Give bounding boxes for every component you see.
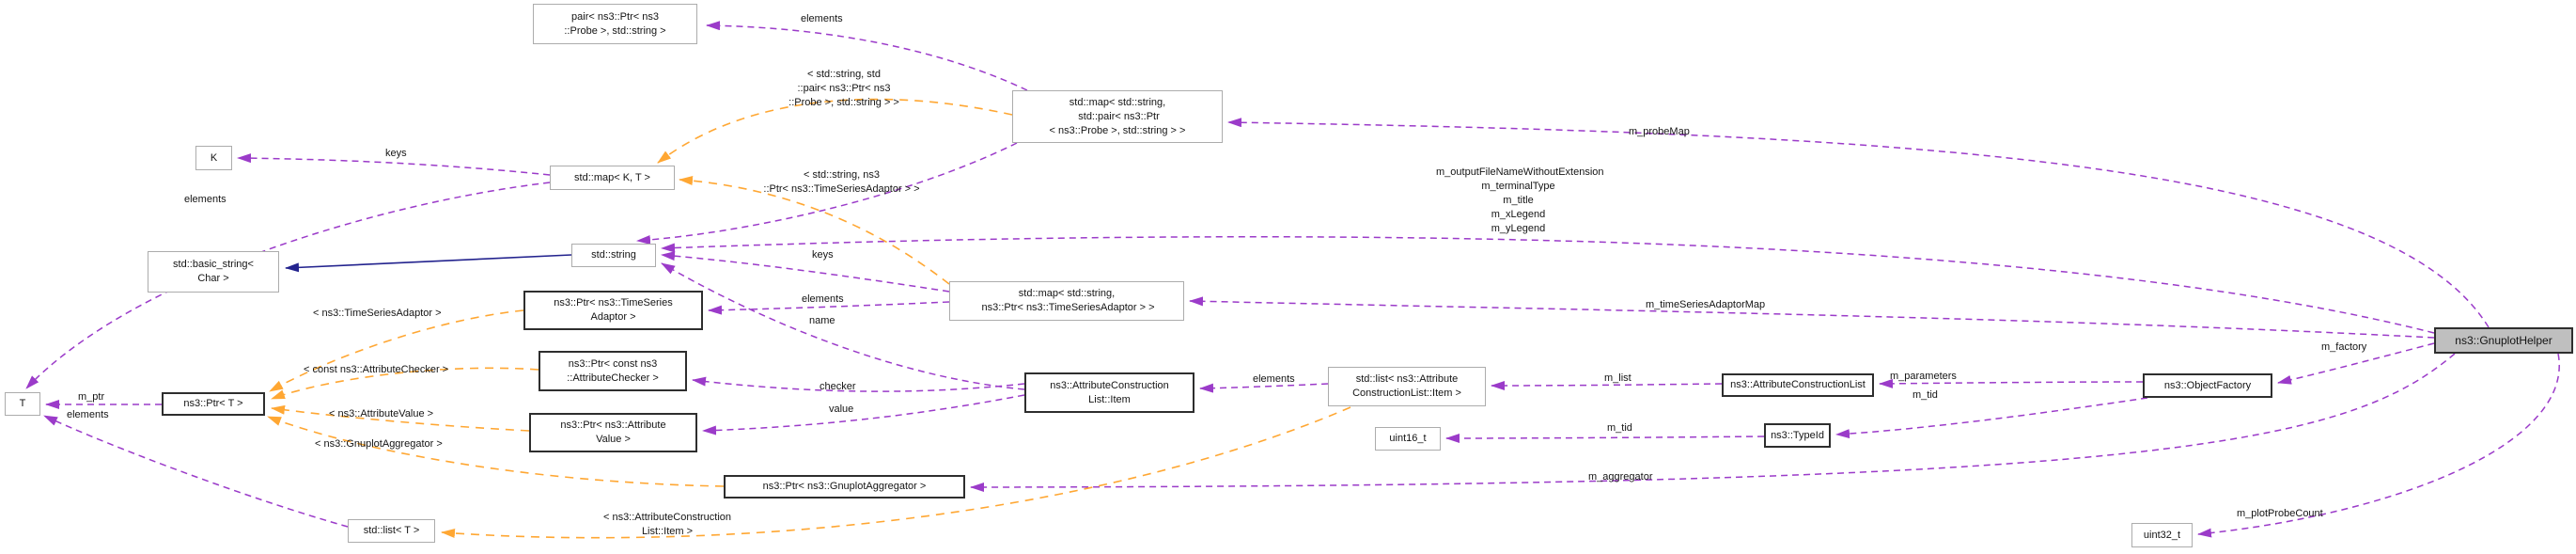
node-gnuplot-helper: ns3::GnuplotHelper [2434,327,2573,354]
node-ptr-attribute-checker[interactable]: ns3::Ptr< const ns3 ::AttributeChecker > [539,351,687,391]
edge-label-keys-k: keys [385,148,407,159]
edge-label-m-tid-factory: m_tid [1912,389,1938,401]
edge-m-list [1491,380,1723,390]
edge-label-template-list-item: < ns3::AttributeConstruction List::Item … [602,512,732,537]
node-uint32-t: uint32_t [2131,523,2193,547]
edge-label-m-plotProbeCount: m_plotProbeCount [2237,508,2323,519]
edge-inherit-basic-string [285,254,572,273]
node-ptr-t[interactable]: ns3::Ptr< T > [162,392,265,416]
edge-tmpl-checker [271,367,539,400]
edge-label-m-parameters: m_parameters [1890,371,1957,382]
edge-tmpl-tsadaptor [269,309,524,392]
node-std-pair: pair< ns3::Ptr< ns3 ::Probe >, std::stri… [533,4,697,44]
edge-label-elements-pair: elements [801,13,843,24]
edge-label-template-probe: < std::string, std ::pair< ns3::Ptr< ns3… [788,69,899,108]
edge-m-plotProbeCount [2197,353,2560,538]
edge-label-keys-string: keys [812,249,834,261]
edge-label-elements-ptr-tsa: elements [802,293,844,305]
node-ptr-attribute-value[interactable]: ns3::Ptr< ns3::Attribute Value > [529,413,697,452]
node-ptr-timeseries-adaptor[interactable]: ns3::Ptr< ns3::TimeSeries Adaptor > [523,291,703,330]
edge-label-value: value [829,404,854,415]
edge-label-elements-list-t: elements [67,409,109,420]
node-typeid[interactable]: ns3::TypeId [1764,423,1831,448]
edge-tmpl-aggregator [267,416,725,487]
edge-keys-probe-string [636,142,1018,245]
node-k: K [195,146,232,170]
edge-tmpl-probe-map [657,98,1013,164]
edge-keys-tsa-string [661,251,950,293]
edge-label-m-tid-typeid: m_tid [1607,422,1632,434]
edge-m-parameters [1879,378,2144,388]
edge-tmpl-list-item [441,406,1351,539]
node-std-list-t: std::list< T > [348,519,435,543]
node-std-map-kt: std::map< K, T > [550,166,675,190]
node-attribute-construction-list-item[interactable]: ns3::AttributeConstruction List::Item [1024,372,1194,413]
edge-label-m-list: m_list [1604,372,1631,384]
node-uint16-t: uint16_t [1375,427,1441,451]
edge-label-name: name [809,315,835,326]
edge-elements-map-t [25,182,551,389]
node-std-map-tsa: std::map< std::string, ns3::Ptr< ns3::Ti… [949,281,1184,321]
edge-label-m-probeMap: m_probeMap [1629,126,1690,137]
node-attribute-construction-list[interactable]: ns3::AttributeConstructionList [1722,373,1874,397]
edge-m-probeMap [1227,118,2490,328]
node-object-factory[interactable]: ns3::ObjectFactory [2143,373,2272,398]
edge-label-m-timeSeriesAdaptorMap: m_timeSeriesAdaptorMap [1646,299,1766,310]
node-std-list-acl-item: std::list< ns3::Attribute ConstructionLi… [1328,367,1486,406]
edge-m-output-strings [661,236,2435,334]
edge-label-template-tsa: < std::string, ns3 ::Ptr< ns3::TimeSerie… [763,169,920,195]
edge-elements-pair [706,21,1028,91]
edge-label-m-factory: m_factory [2321,341,2367,353]
edge-label-template-checker: < const ns3::AttributeChecker > [304,364,449,375]
node-std-string: std::string [571,244,656,267]
edge-m-tid-typeid [1445,433,1765,443]
edge-label-elements-acl: elements [1253,373,1295,385]
edge-m-factory [2277,342,2435,385]
node-std-basic-string: std::basic_string< Char > [148,251,279,293]
edge-label-elements-map-t: elements [184,194,226,205]
edge-tmpl-tsa-map [679,176,950,285]
edge-checker [692,376,1025,392]
edge-elements-acl [1199,383,1329,393]
edge-label-checker: checker [820,381,856,392]
edge-elements-list-t [43,415,349,528]
edge-label-template-tsadaptor: < ns3::TimeSeriesAdaptor > [313,308,442,319]
node-std-map-probe: std::map< std::string, std::pair< ns3::P… [1012,90,1223,143]
edge-label-template-value: < ns3::AttributeValue > [329,408,434,419]
edge-m-timeSeriesAdaptorMap [1189,296,2435,339]
edge-value [702,394,1025,435]
edge-keys-k [237,153,551,176]
node-ptr-gnuplot-aggregator[interactable]: ns3::Ptr< ns3::GnuplotAggregator > [724,475,965,499]
node-t: T [5,392,40,416]
edge-m-aggregator [970,353,2456,492]
edge-name [661,262,1025,390]
edge-label-template-aggregator: < ns3::GnuplotAggregator > [315,438,443,450]
edge-label-m-output-group: m_outputFileNameWithoutExtension m_termi… [1436,166,1604,234]
edge-m-tid-factory [1835,397,2148,439]
edge-label-m-ptr: m_ptr [78,391,105,403]
edge-label-m-aggregator: m_aggregator [1588,471,1653,483]
